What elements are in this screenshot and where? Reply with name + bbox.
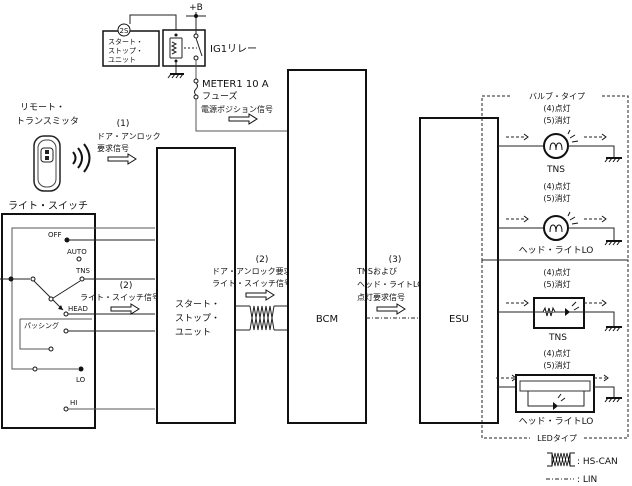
ssu-label-line1: スタート・ — [175, 299, 220, 310]
lamp-off-label: (5)消灯 — [543, 193, 570, 203]
ssu-small-line1: スタート・ — [108, 37, 143, 46]
light-switch-signal-num: (2) — [120, 281, 133, 291]
ground-icon — [604, 240, 622, 246]
power-position-signal-label: 電源ポジション信号 — [201, 104, 273, 114]
relay-switch-icon — [195, 37, 203, 57]
bulb-type-title: バルブ・タイプ — [529, 91, 585, 101]
ig1-relay-label: IG1リレー — [210, 44, 257, 55]
signal-arrow-icon — [228, 113, 258, 125]
lamp-name: ヘッド・ライトLO — [519, 416, 594, 427]
light-switch-title: ライト・スイッチ — [8, 200, 88, 212]
fuse-icon — [193, 78, 199, 100]
ssu-small-line2: ストップ・ — [108, 47, 143, 55]
esu-label: ESU — [449, 314, 469, 325]
position-passing: パッシング — [24, 321, 59, 330]
bulb-headlight-lo-lamp: (4)点灯 (5)消灯 ヘッド・ライトLO — [498, 181, 622, 256]
ssu-small-line3: ユニット — [108, 56, 136, 64]
ssu-small-box — [102, 30, 160, 67]
bcm-signal-line1: TNSおよび — [356, 267, 397, 276]
lamp-on-label: (4)点灯 — [543, 348, 570, 358]
ground-icon — [167, 73, 184, 79]
start-stop-unit: スタート・ ストップ・ ユニット (2) ドア・アンロック要求信号 ライト・スイ… — [156, 147, 308, 424]
remote-title-line2: トランスミッタ — [16, 116, 79, 127]
lamp-off-label: (5)消灯 — [543, 279, 570, 289]
lamp-off-label: (5)消灯 — [543, 115, 570, 125]
ground-icon — [604, 157, 622, 163]
led-type-title: LEDタイプ — [537, 434, 577, 443]
connector-label: 2S — [120, 27, 129, 35]
position-auto: AUTO — [67, 248, 87, 256]
bcm-signal-line2: ヘッド・ライトLO — [357, 280, 423, 289]
led-module-icon — [533, 297, 585, 329]
bcm-box — [287, 69, 367, 424]
wireless-signal-icon — [72, 143, 91, 173]
lamp-name: ヘッド・ライトLO — [519, 245, 594, 256]
esu-box — [419, 117, 499, 424]
lamp-on-label: (4)点灯 — [543, 267, 570, 277]
bcm-label: BCM — [316, 314, 338, 325]
remote-signal-line1: ドア・アンロック — [97, 132, 161, 141]
ground-icon — [604, 397, 622, 403]
relay-coil-icon — [169, 37, 183, 59]
light-switch-box — [1, 213, 96, 429]
hs-can-legend-icon — [547, 452, 575, 467]
lamp-name: TNS — [546, 165, 565, 175]
lamp-name: TNS — [548, 333, 567, 343]
hs-can-legend-label: : HS-CAN — [577, 457, 618, 467]
ssu-signal-num: (2) — [256, 255, 269, 265]
remote-title-line1: リモート・ — [20, 103, 65, 113]
led-headlight-lo-lamp: (4)点灯 (5)消灯 ヘッド・ライトLO — [496, 348, 622, 427]
start-stop-unit-box — [156, 147, 236, 424]
hs-can-bus — [235, 305, 288, 331]
fuse-label-line2: フューズ — [202, 90, 238, 102]
ssu-signal-line1: ドア・アンロック要求信号 — [212, 266, 308, 276]
bcm-signal-num: (3) — [389, 255, 402, 265]
plus-b-label: +B — [189, 3, 203, 13]
signal-arrow-icon — [110, 303, 140, 315]
legend: : HS-CAN : LIN — [546, 452, 618, 485]
position-off: OFF — [48, 231, 62, 239]
lamp-on-label: (4)点灯 — [543, 181, 570, 191]
lin-legend-label: : LIN — [577, 475, 597, 485]
remote-signal-line2: 要求信号 — [97, 143, 129, 153]
esu: ESU — [419, 117, 499, 424]
power-supply: 2S スタート・ ストップ・ ユニット +B IG1リレー — [102, 3, 288, 132]
light-switch: ライト・スイッチ OFF AUTO TNS HEAD パッシング — [0, 200, 160, 429]
fuse-label-line1: METER1 10 A — [202, 79, 269, 90]
key-fob-icon — [33, 135, 61, 192]
led-tns-lamp: (4)点灯 (5)消灯 TNS — [498, 267, 622, 343]
light-switch-signal-label: ライト・スイッチ信号 — [80, 292, 160, 302]
ground-icon — [604, 326, 622, 332]
bulb-tns-lamp: (4)点灯 (5)消灯 TNS — [498, 103, 622, 175]
ssu-signal-line2: ライト・スイッチ信号 — [212, 278, 292, 288]
position-tns: TNS — [75, 267, 91, 275]
position-hi: HI — [70, 399, 77, 407]
bcm: BCM (3) TNSおよび ヘッド・ライトLO 点灯要求信号 — [287, 69, 423, 424]
connector-2s — [117, 23, 131, 37]
bcm-signal-line3: 点灯要求信号 — [357, 292, 405, 302]
lamp-off-label: (5)消灯 — [543, 360, 570, 370]
position-head: HEAD — [68, 305, 88, 313]
position-lo: LO — [76, 376, 86, 384]
remote-transmitter: リモート・ トランスミッタ (1) ドア・アンロック 要求信号 — [16, 103, 161, 192]
lamp-on-label: (4)点灯 — [543, 103, 570, 113]
signal-arrow-icon — [376, 303, 406, 315]
remote-signal-num: (1) — [117, 119, 130, 129]
signal-arrow-icon — [107, 153, 137, 165]
signal-arrow-icon — [245, 289, 275, 301]
ssu-label-line2: ストップ・ — [175, 313, 220, 324]
ssu-label-line3: ユニット — [175, 328, 211, 338]
